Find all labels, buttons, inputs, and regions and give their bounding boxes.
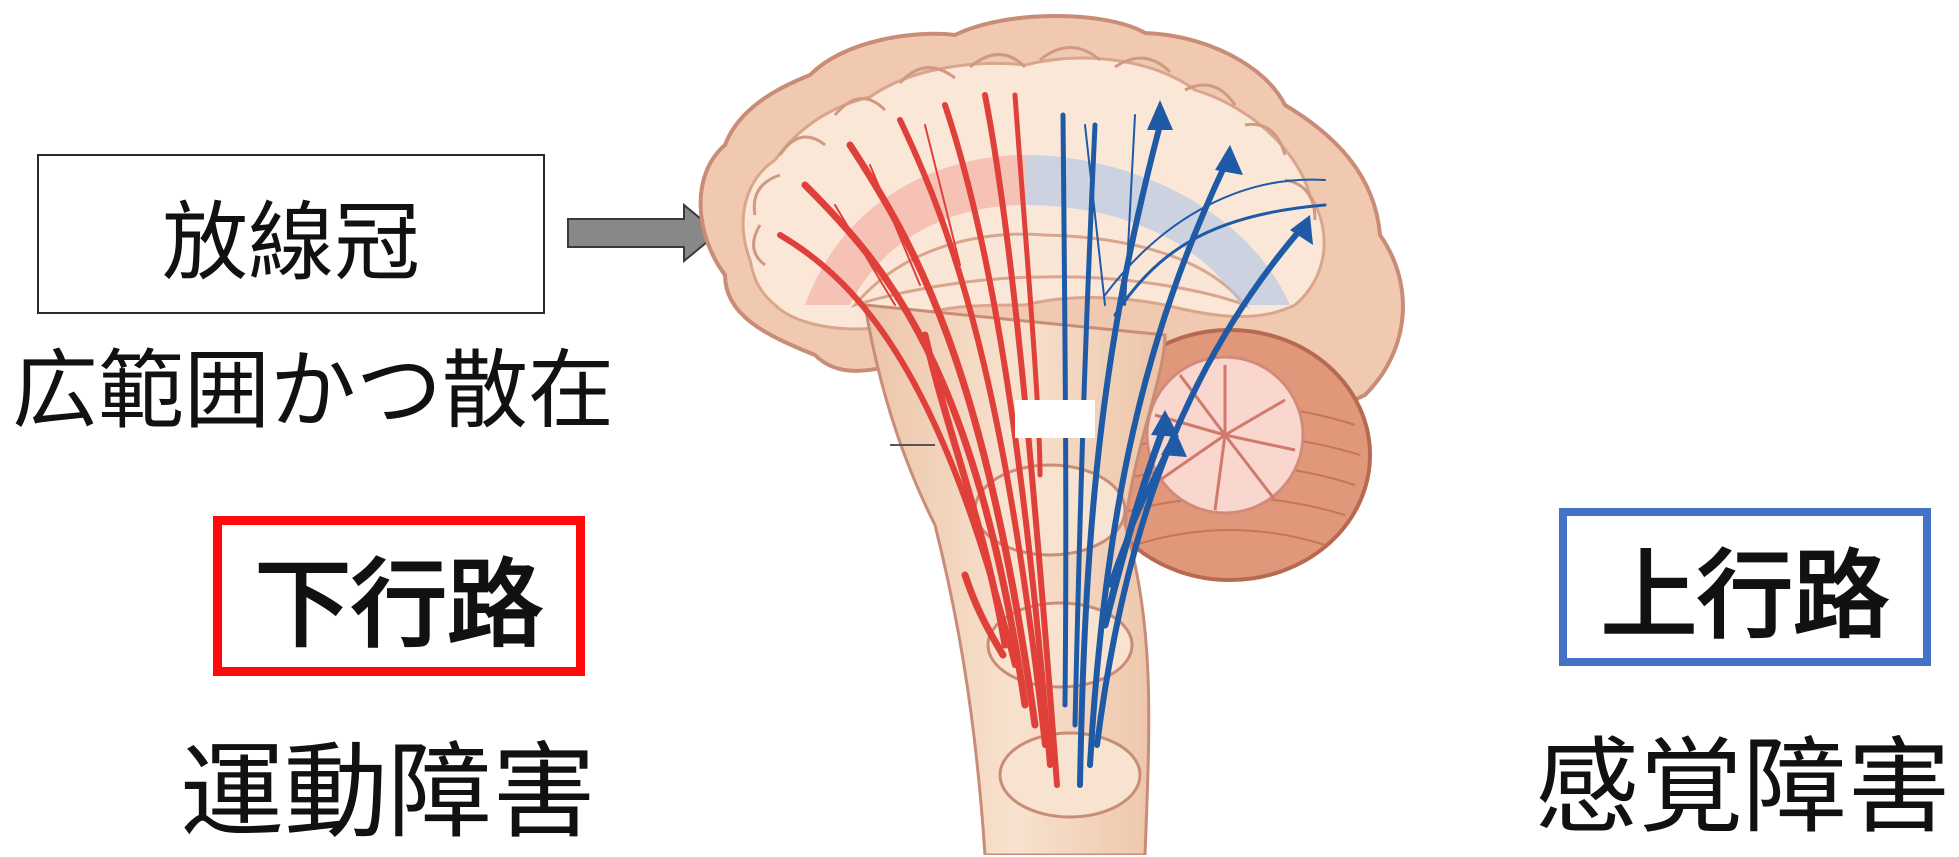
descending-tract-label-box: 下行路 <box>213 516 585 676</box>
corona-radiata-label: 放線冠 <box>162 172 420 297</box>
motor-disorder-text: 運動障害 <box>180 740 596 844</box>
ascending-tract-label: 上行路 <box>1601 518 1889 657</box>
sensory-disorder-text: 感覚障害 <box>1535 735 1951 839</box>
ascending-tract-label-box: 上行路 <box>1559 508 1931 666</box>
widespread-scattered-text: 広範囲かつ散在 <box>12 348 614 434</box>
corona-radiata-label-box: 放線冠 <box>37 154 545 314</box>
brain-sagittal-illustration <box>685 5 1455 855</box>
descending-tract-label: 下行路 <box>255 527 543 666</box>
